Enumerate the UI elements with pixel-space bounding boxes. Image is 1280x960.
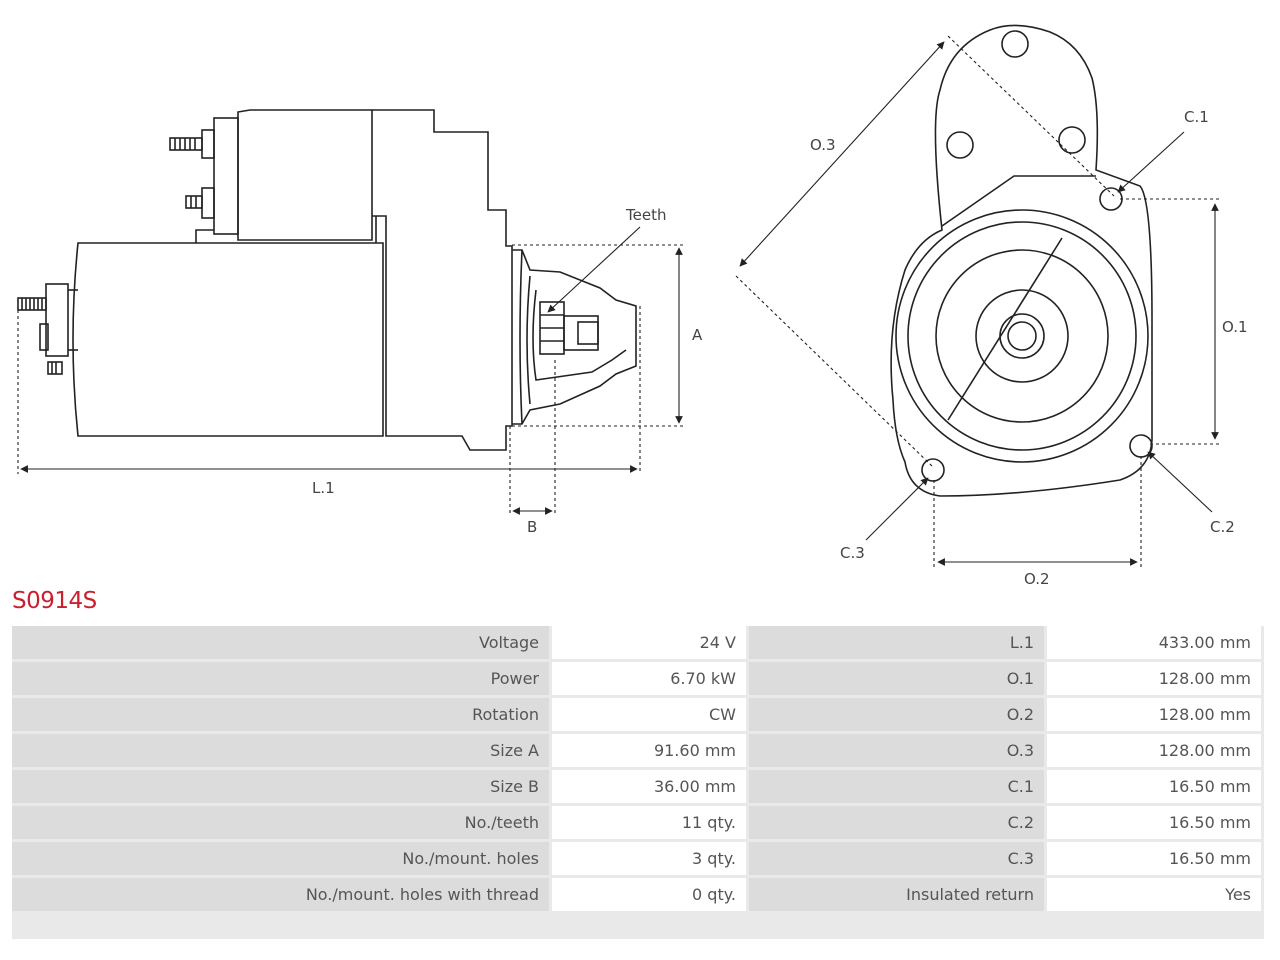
- dim-o2-label: O.2: [1024, 570, 1050, 588]
- spec-value: 36.00 mm: [552, 770, 746, 803]
- mount-hole-c2: [1129, 434, 1153, 458]
- solenoid-terminal-studs: [169, 137, 203, 209]
- part-number-title: S0914S: [12, 588, 97, 614]
- nose-housing: [512, 249, 637, 425]
- spec-label: Size B: [12, 770, 549, 803]
- front-view: [890, 24, 1153, 497]
- spec-value: 0 qty.: [552, 878, 746, 911]
- spec-value: 16.50 mm: [1047, 806, 1261, 839]
- dim-o3-label: O.3: [810, 136, 836, 154]
- spec-label: O.1: [749, 662, 1044, 695]
- spec-label: Size A: [12, 734, 549, 767]
- rear-cap: [45, 283, 69, 357]
- dim-b-label: B: [527, 518, 537, 536]
- spec-label: C.2: [749, 806, 1044, 839]
- spec-value: 24 V: [552, 626, 746, 659]
- spec-label: O.3: [749, 734, 1044, 767]
- spec-label: No./mount. holes with thread: [12, 878, 549, 911]
- spec-value: 16.50 mm: [1047, 770, 1261, 803]
- rear-terminal-stud: [17, 297, 63, 375]
- solenoid-cap: [213, 117, 239, 235]
- starter-technical-drawing: Teeth A L.1 B O.3 O.1 O.2 C.1: [17, 24, 1248, 588]
- spec-label: L.1: [749, 626, 1044, 659]
- spec-label: Voltage: [12, 626, 549, 659]
- spec-label: C.3: [749, 842, 1044, 875]
- spec-label: Power: [12, 662, 549, 695]
- spec-label: C.1: [749, 770, 1044, 803]
- spec-value: 128.00 mm: [1047, 734, 1261, 767]
- spec-value: CW: [552, 698, 746, 731]
- dim-o1-label: O.1: [1222, 318, 1248, 336]
- spec-value: 91.60 mm: [552, 734, 746, 767]
- spec-value: 128.00 mm: [1047, 698, 1261, 731]
- dim-c2-label: C.2: [1210, 518, 1235, 536]
- side-dimensions: [17, 226, 686, 516]
- spec-value: 128.00 mm: [1047, 662, 1261, 695]
- spec-value: 16.50 mm: [1047, 842, 1261, 875]
- spec-label: O.2: [749, 698, 1044, 731]
- front-dimensions: [735, 35, 1222, 568]
- mount-hole-top: [1001, 30, 1029, 58]
- spec-value: Yes: [1047, 878, 1261, 911]
- spec-value: 433.00 mm: [1047, 626, 1261, 659]
- teeth-label: Teeth: [625, 206, 666, 224]
- motor-housing: [72, 242, 384, 437]
- solenoid-body: [237, 109, 373, 241]
- dim-l1-label: L.1: [312, 479, 335, 497]
- front-outer-ring: [895, 209, 1149, 463]
- dim-c3-label: C.3: [840, 544, 865, 562]
- spec-label: Rotation: [12, 698, 549, 731]
- dim-c1-label: C.1: [1184, 108, 1209, 126]
- spec-value: 6.70 kW: [552, 662, 746, 695]
- mounting-flange: [890, 24, 1153, 497]
- spec-value: 11 qty.: [552, 806, 746, 839]
- spec-label: No./teeth: [12, 806, 549, 839]
- spec-label: Insulated return: [749, 878, 1044, 911]
- side-view: [17, 109, 637, 451]
- drive-end-housing: [372, 109, 513, 451]
- spec-value: 3 qty.: [552, 842, 746, 875]
- mount-hole-c3: [921, 458, 945, 482]
- dim-a-label: A: [692, 326, 703, 344]
- spec-label: No./mount. holes: [12, 842, 549, 875]
